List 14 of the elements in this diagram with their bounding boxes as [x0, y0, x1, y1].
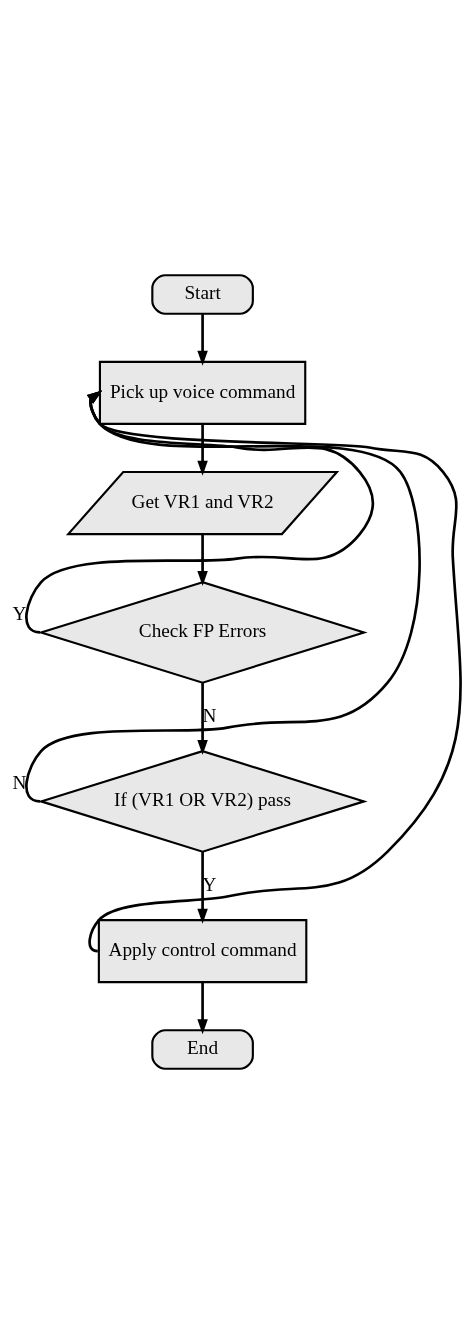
node-box: Start [151, 273, 254, 315]
edge-label: N [12, 771, 27, 793]
arrow [197, 423, 208, 476]
arrow [197, 313, 208, 366]
arrow [197, 982, 208, 1034]
node-box: End [151, 1028, 254, 1070]
arrow [197, 533, 208, 586]
node-box: Apply control command [97, 918, 308, 983]
arrow [197, 682, 208, 755]
node-diamond: If (VR1 OR VR2) pass [37, 749, 368, 853]
node-box: Pick up voice command [98, 360, 307, 425]
edge-label: Y [12, 602, 27, 624]
node-diamond: Check FP Errors [37, 580, 368, 684]
arrow [197, 851, 208, 924]
